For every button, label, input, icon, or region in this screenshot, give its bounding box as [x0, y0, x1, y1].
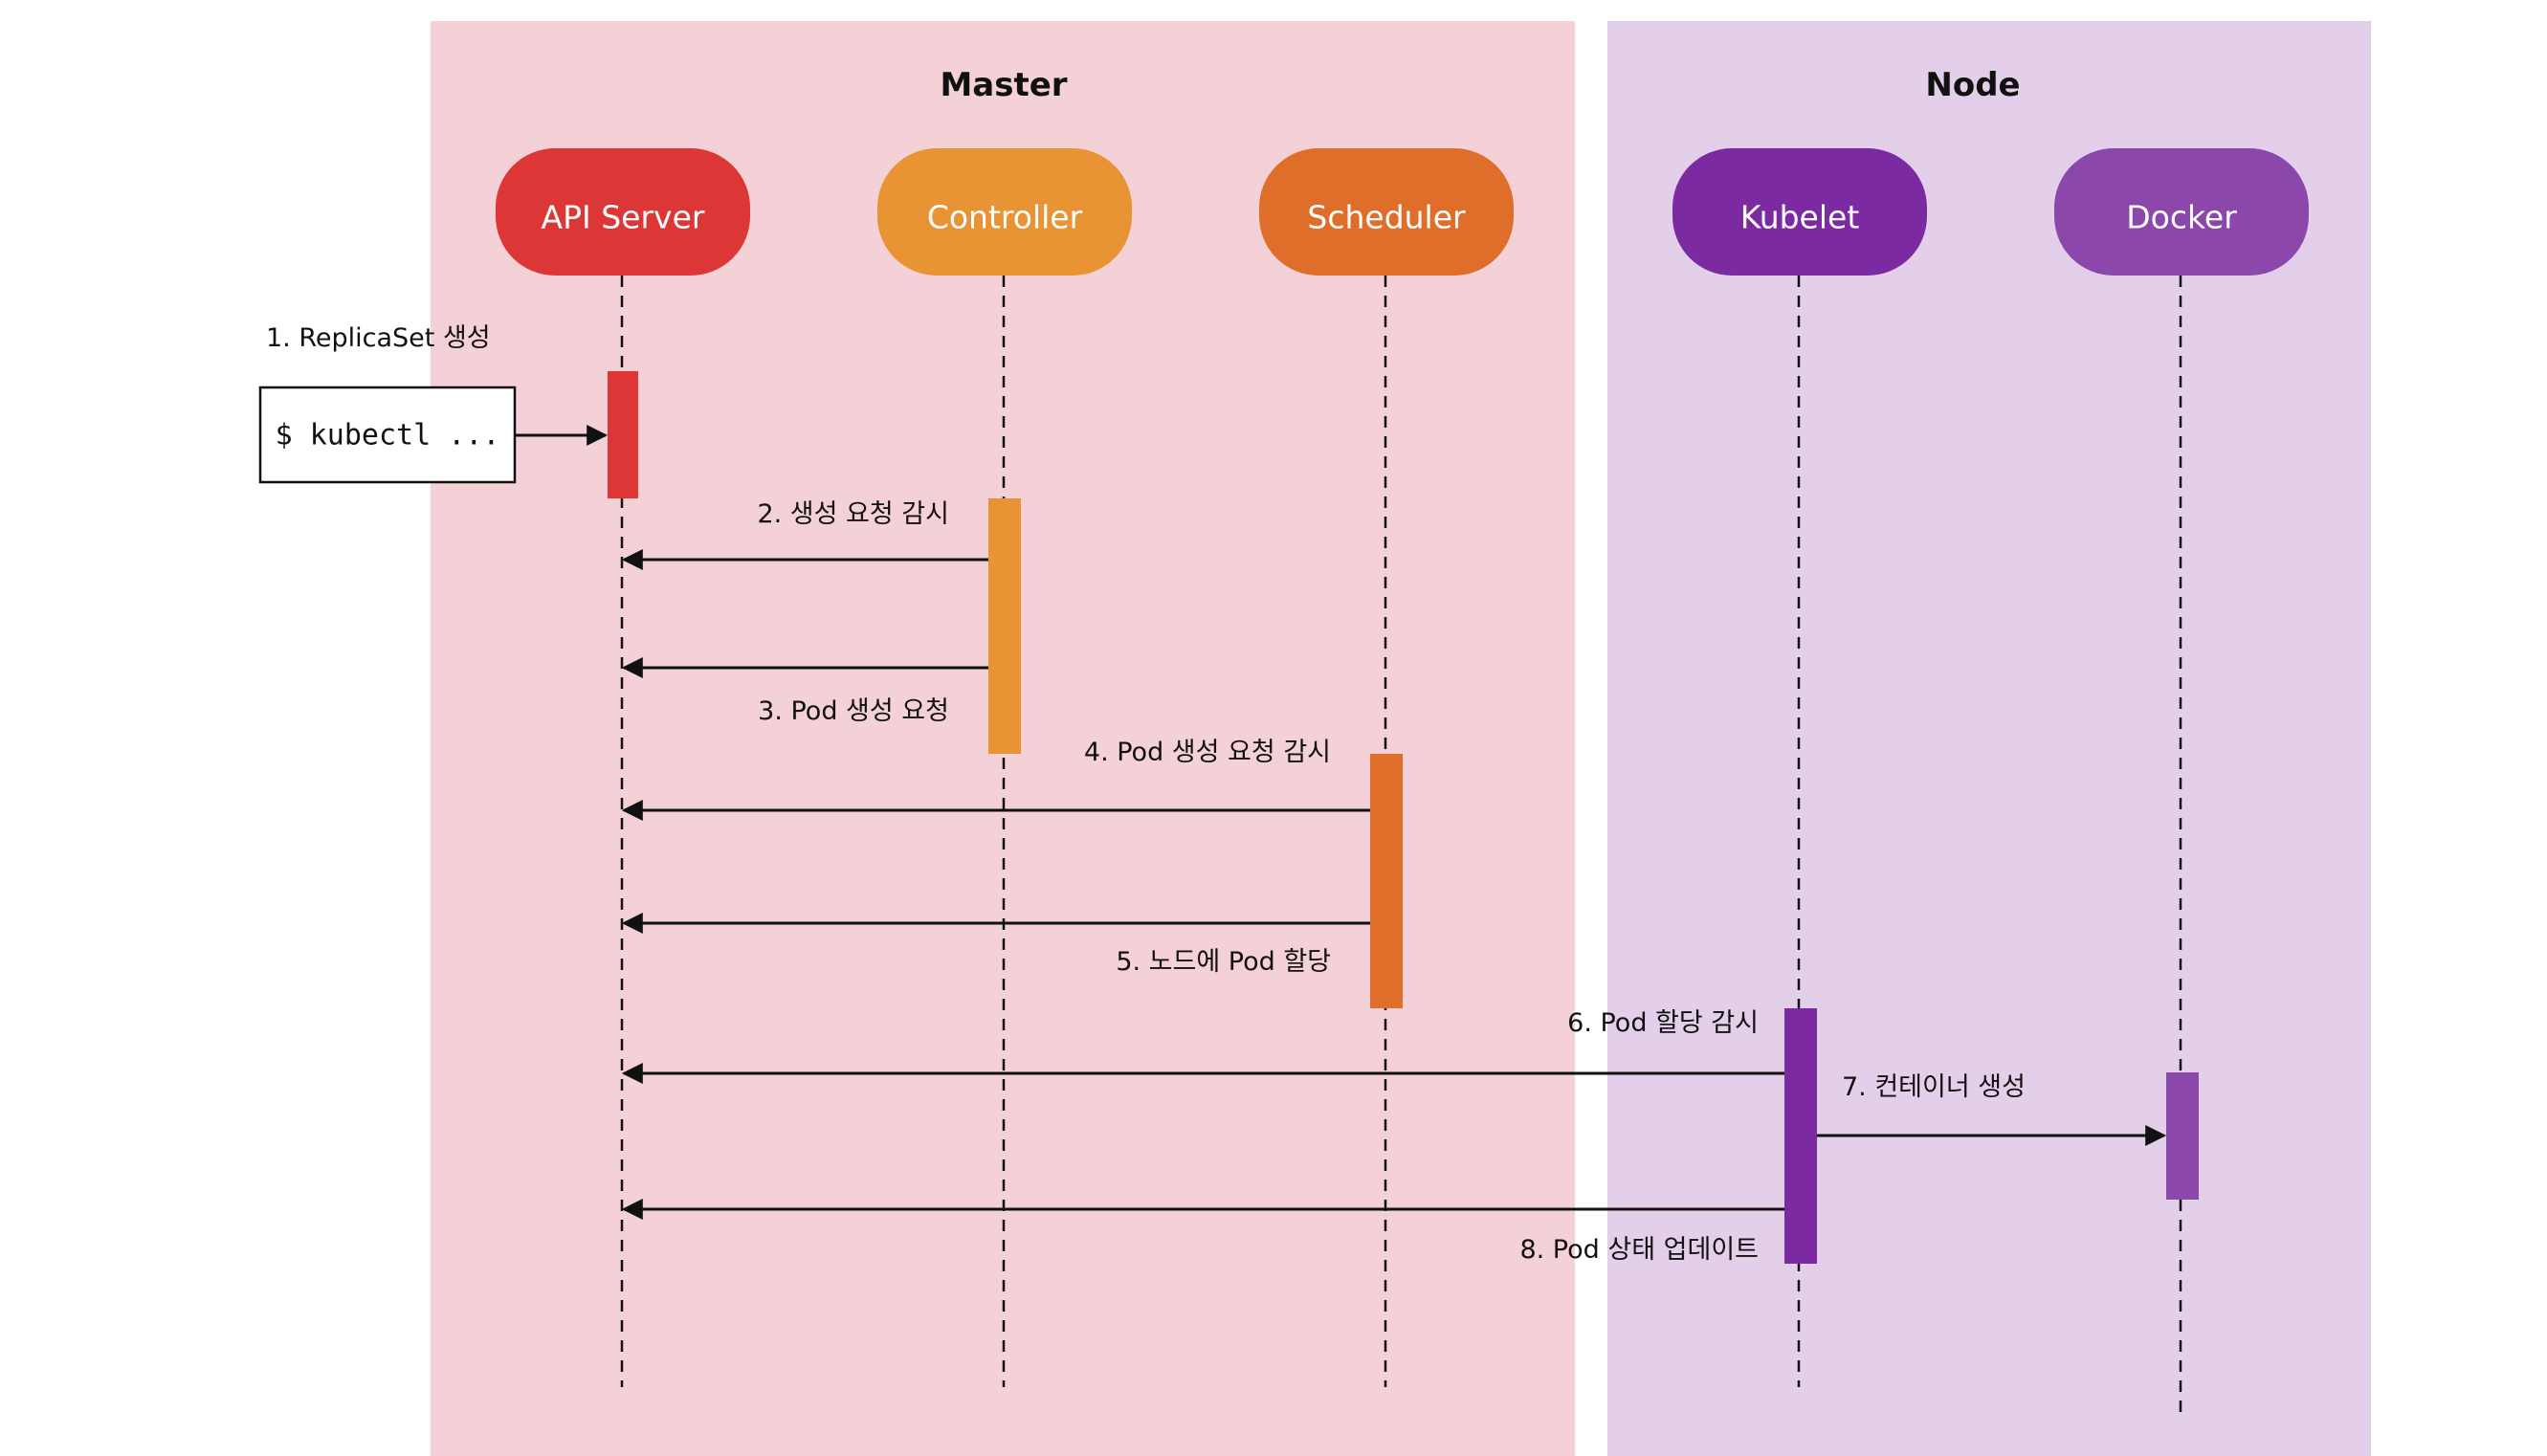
kubectl-command-text: $ kubectl ... [276, 419, 500, 452]
activation-controller [988, 498, 1021, 754]
actor-label: Controller [927, 199, 1083, 236]
message-label: 4. Pod 생성 요청 감시 [1084, 738, 1331, 767]
message-label: 3. Pod 생성 요청 [758, 696, 949, 726]
actor-controller: Controller [877, 148, 1132, 276]
message-label: 2. 생성 요청 감시 [757, 499, 949, 529]
node-zone-title: Node [1925, 66, 2020, 104]
message-label: 1. ReplicaSet 생성 [266, 323, 491, 353]
actor-label: Scheduler [1307, 199, 1466, 236]
message-label: 8. Pod 상태 업데이트 [1519, 1235, 1759, 1265]
actor-kubelet: Kubelet [1672, 148, 1927, 276]
actor-label: Kubelet [1740, 199, 1860, 236]
message-label: 5. 노드에 Pod 할당 [1116, 947, 1331, 977]
message-label: 6. Pod 할당 감시 [1567, 1008, 1759, 1038]
activation-scheduler [1370, 754, 1403, 1008]
activation-kubelet [1784, 1008, 1817, 1264]
actor-label: API Server [542, 199, 705, 236]
master-zone-title: Master [940, 66, 1067, 104]
message-label: 7. 컨테이너 생성 [1842, 1072, 2026, 1102]
actor-label: Docker [2126, 199, 2237, 236]
actor-scheduler: Scheduler [1259, 148, 1514, 276]
actor-docker: Docker [2054, 148, 2309, 276]
kubectl-command-box: $ kubectl ... [258, 386, 517, 484]
activation-docker [2166, 1072, 2199, 1200]
actor-api-server: API Server [496, 148, 750, 276]
activation-api-server [608, 371, 638, 498]
